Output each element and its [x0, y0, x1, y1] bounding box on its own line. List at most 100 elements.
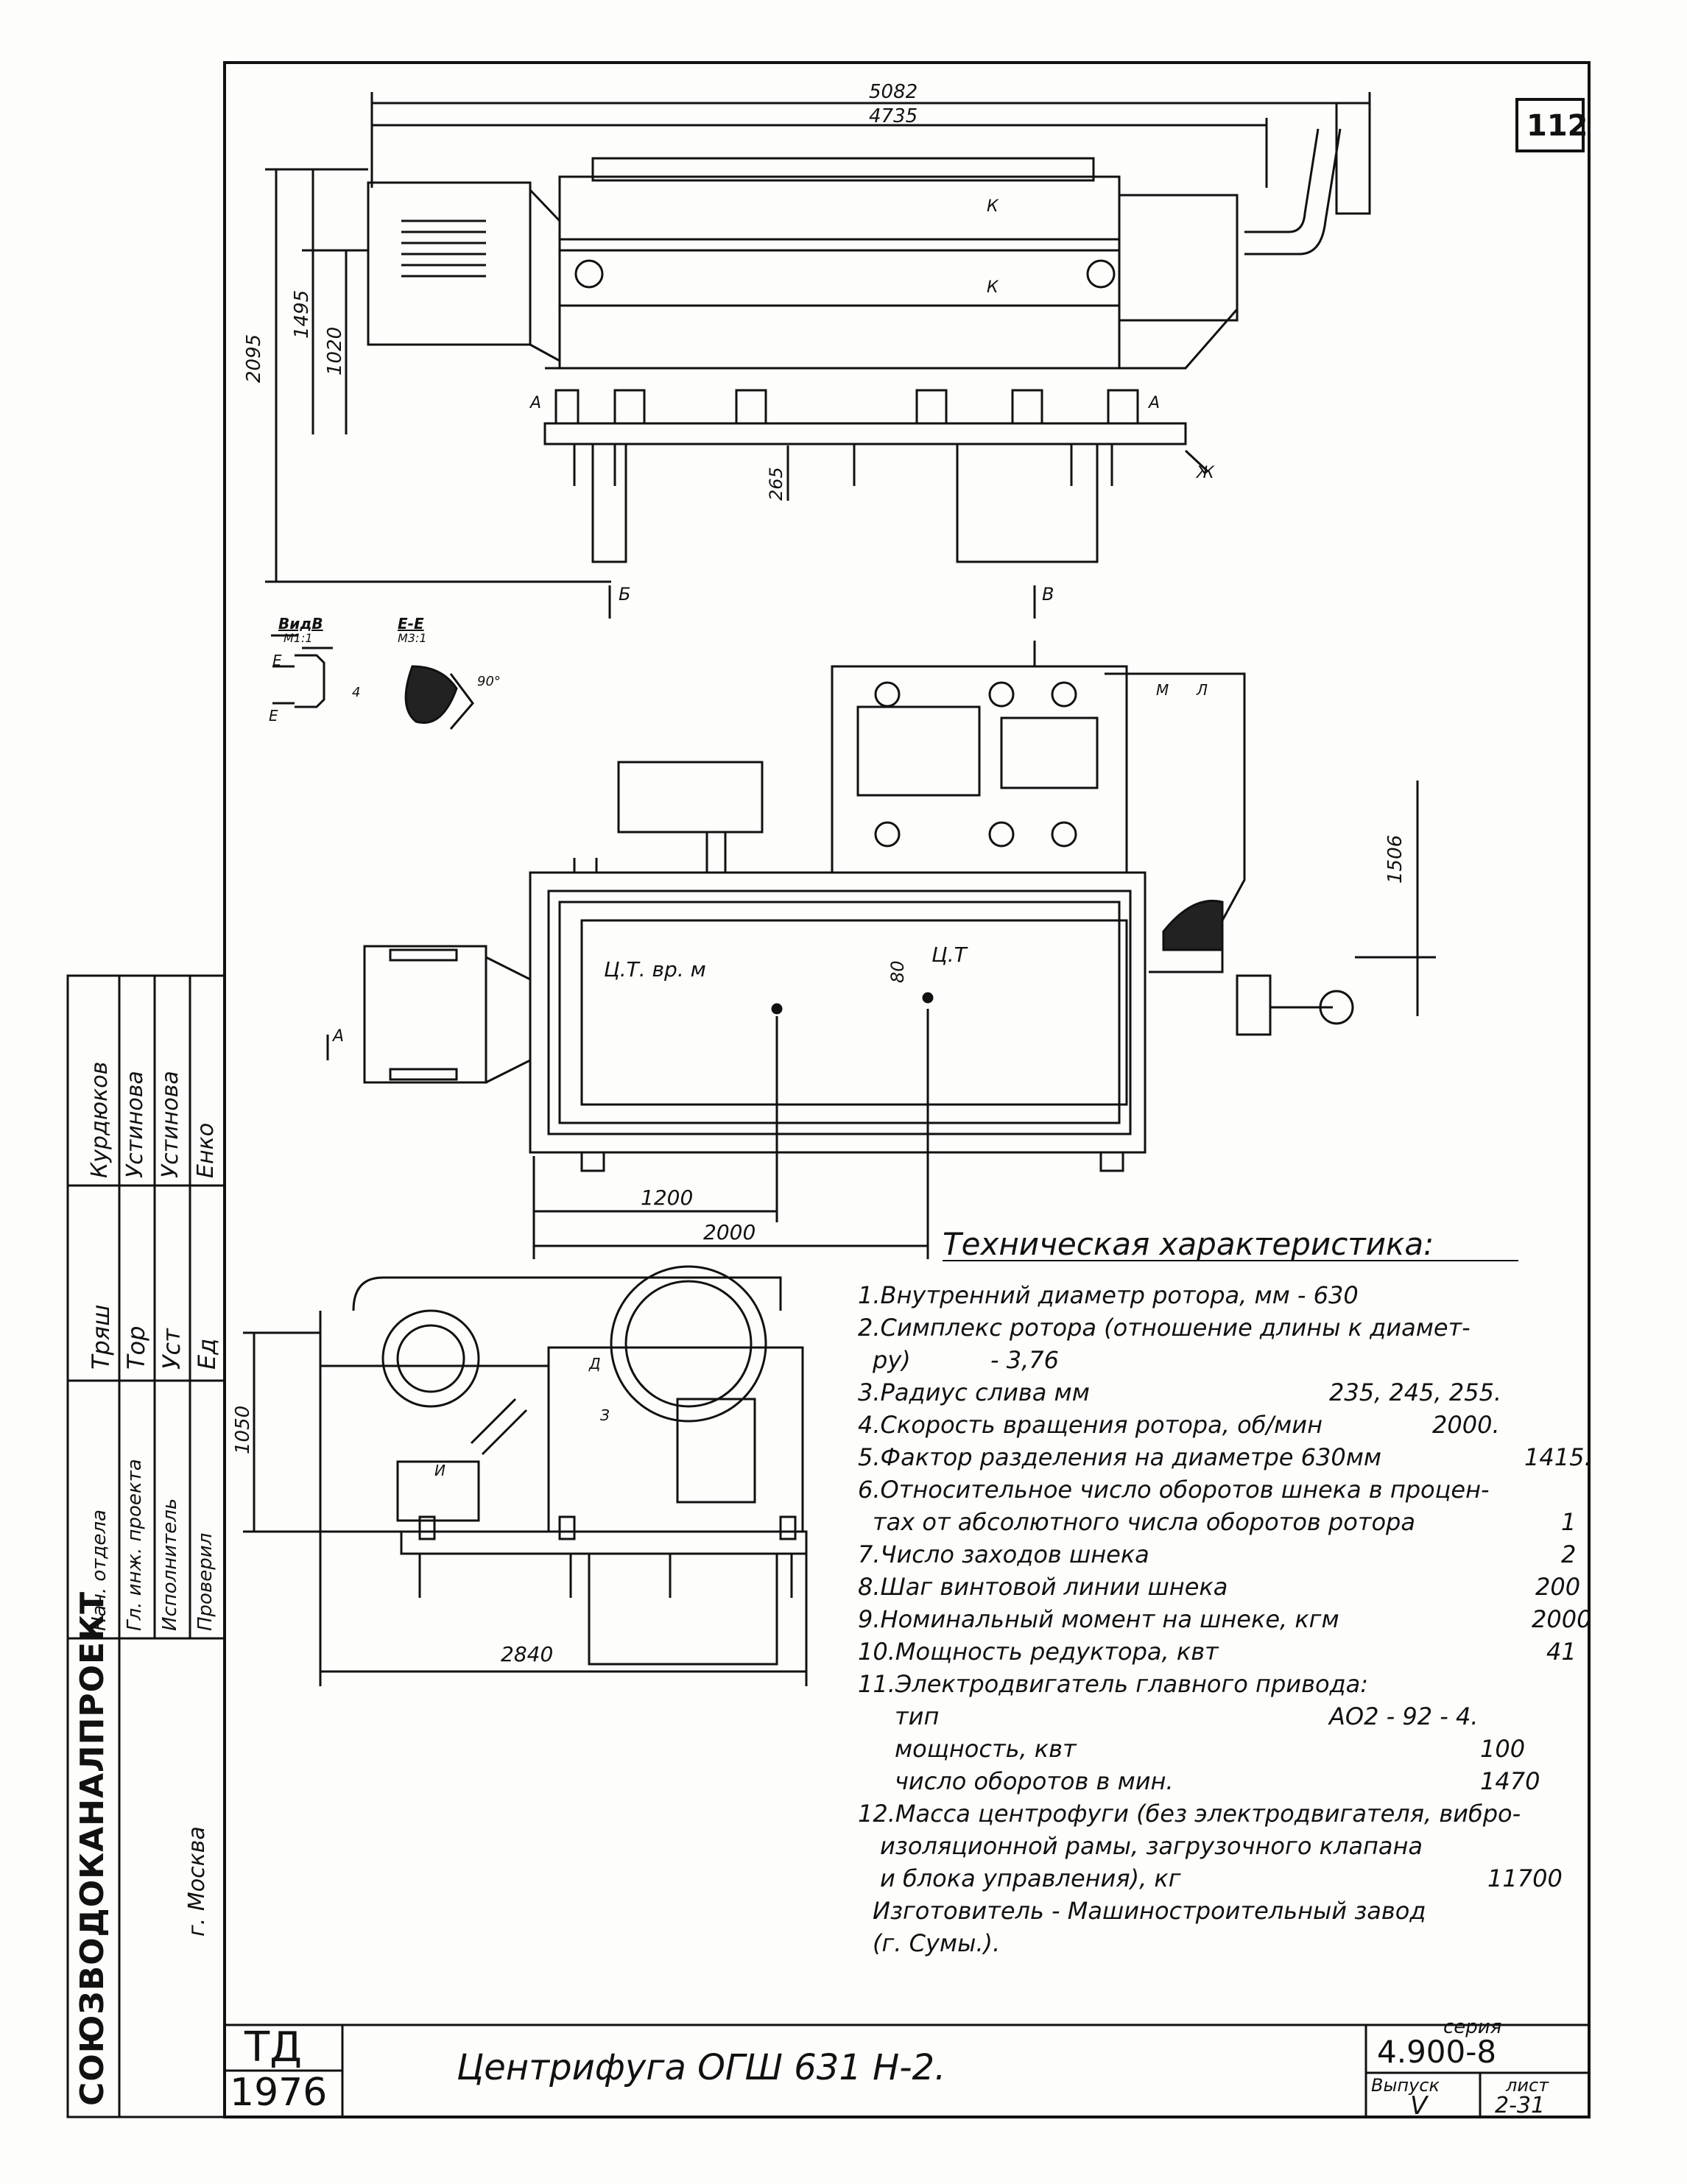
spec-text: Изготовитель - Машиностроительный завод	[873, 1897, 1426, 1925]
marker-d: Д	[589, 1355, 601, 1373]
signature-executor: Уст	[158, 1328, 186, 1370]
spec-text: ру)	[873, 1346, 911, 1374]
spec-text: 3.Радиус слива мм	[858, 1378, 1090, 1406]
spec-row: 7.Число заходов шнека 2	[858, 1540, 1602, 1570]
spec-text: 7.Число заходов шнека	[858, 1540, 1149, 1568]
spec-text: 2.Симплекс ротора (отношение длины к диа…	[858, 1314, 1471, 1342]
dimension-height-265: 265	[766, 467, 786, 501]
signature-chief: Тор	[122, 1325, 150, 1370]
marker-l: Л	[1197, 681, 1208, 699]
spec-value: 11700	[1487, 1864, 1563, 1892]
spec-value: 1470	[1480, 1767, 1540, 1795]
spec-row: и блока управления), кг 11700	[858, 1864, 1602, 1894]
signature-head: Тряш	[87, 1304, 115, 1370]
spec-row: 1.Внутренний диаметр ротора, мм - 630	[858, 1281, 1602, 1311]
dimension-1200: 1200	[641, 1186, 694, 1210]
spec-value: 1	[1561, 1508, 1577, 1536]
dimension-1050: 1050	[232, 1405, 254, 1454]
dimension-2840: 2840	[501, 1642, 554, 1666]
series-label: серия	[1443, 2016, 1502, 2038]
section-mark-a-left: А	[530, 394, 542, 412]
issue-label: Выпуск	[1371, 2075, 1440, 2096]
spec-text: 6.Относительное число оборотов шнека в п…	[858, 1476, 1490, 1504]
section-mark-k-bottom: К	[987, 278, 999, 297]
spec-row: 4.Скорость вращения ротора, об/мин 2000.	[858, 1411, 1602, 1440]
spec-text: и блока управления), кг	[880, 1864, 1181, 1892]
spec-value: 2	[1561, 1540, 1577, 1568]
spec-list: 1.Внутренний диаметр ротора, мм - 630 2.…	[858, 1281, 1602, 2010]
city-label: г. Москва	[184, 1826, 210, 1937]
left-title-strip	[66, 974, 226, 2118]
role-executor: Исполнитель	[159, 1498, 181, 1631]
detail-views	[271, 634, 474, 730]
detail-dim-4: 4	[352, 685, 361, 700]
section-ee-title: Е-Е	[398, 615, 424, 633]
spec-row: 2.Симплекс ротора (отношение длины к диа…	[858, 1314, 1602, 1343]
section-mark-a-right: А	[1149, 394, 1161, 412]
year-label: 1976	[230, 2071, 328, 2115]
marker-zh: Ж	[1197, 464, 1214, 482]
spec-text: тип	[895, 1702, 940, 1730]
spec-text: 11.Электродвигатель главного привода:	[858, 1670, 1369, 1698]
spec-value: 41	[1546, 1638, 1577, 1666]
sheet-number-box	[1515, 98, 1585, 152]
signature-checker: Ед	[193, 1338, 221, 1370]
view-arrow-v: В	[1042, 584, 1054, 605]
cg-rotating-parts-label: Ц.Т. вр. м	[604, 957, 706, 982]
spec-text: 5.Фактор разделения на диаметре 630мм	[858, 1443, 1381, 1471]
name-executor: Устинова	[158, 1071, 183, 1178]
dimension-80: 80	[887, 960, 908, 983]
spec-text: 8.Шаг винтовой линии шнека	[858, 1573, 1228, 1601]
spec-row: тах от абсолютного числа оборотов ротора…	[858, 1508, 1602, 1537]
spec-text: 4.Скорость вращения ротора, об/мин	[858, 1411, 1323, 1439]
sheet-number: 112	[1526, 109, 1588, 143]
dimension-inner-length: 4735	[869, 105, 918, 127]
dimension-overall-length: 5082	[869, 81, 918, 103]
spec-title: Техническая характеристика:	[943, 1226, 1434, 1262]
bottom-title-block	[225, 2023, 1589, 2117]
spec-row: число оборотов в мин. 1470	[858, 1767, 1602, 1797]
plan-arrow-a: А	[333, 1027, 345, 1046]
spec-text: 1.Внутренний диаметр ротора, мм - 630	[858, 1281, 1359, 1309]
td-label: ТД	[244, 2023, 302, 2071]
angle-90-label: 90°	[477, 674, 501, 689]
spec-text: 9.Номинальный момент на шнеке, кгм	[858, 1605, 1339, 1633]
spec-row: 6.Относительное число оборотов шнека в п…	[858, 1476, 1602, 1505]
spec-value: АО2 - 92 - 4.	[1329, 1702, 1479, 1730]
drawing-title: Центрифуга ОГШ 631 Н-2.	[457, 2047, 946, 2088]
section-mark-k-top: К	[987, 197, 999, 216]
spec-value: 1415.	[1524, 1443, 1592, 1471]
spec-row: 11.Электродвигатель главного привода:	[858, 1670, 1602, 1699]
series-number: 4.900-8	[1377, 2034, 1497, 2070]
dimension-2000: 2000	[703, 1220, 756, 1244]
spec-text: изоляционной рамы, загрузочного клапана	[880, 1832, 1423, 1860]
spec-row: изоляционной рамы, загрузочного клапана	[858, 1832, 1602, 1861]
spec-row: тип АО2 - 92 - 4.	[858, 1702, 1602, 1732]
marker-z: З	[600, 1406, 610, 1424]
spec-text: число оборотов в мин.	[895, 1767, 1174, 1795]
marker-m: М	[1156, 681, 1169, 699]
spec-value: - 3,76	[990, 1346, 1059, 1374]
spec-text: (г. Сумы.).	[873, 1929, 1001, 1957]
spec-row: 5.Фактор разделения на диаметре 630мм 141…	[858, 1443, 1602, 1473]
view-b-title: ВидВ	[278, 615, 323, 633]
spec-row: ру) - 3,76	[858, 1346, 1602, 1375]
name-head: Курдюков	[87, 1061, 113, 1178]
view-arrow-b: Б	[619, 584, 631, 605]
spec-value: 200	[1535, 1573, 1581, 1601]
spec-text: 12.Масса центрофуги (без электродвигател…	[858, 1800, 1521, 1828]
spec-row: 12.Масса центрофуги (без электродвигател…	[858, 1800, 1602, 1829]
front-elevation-view	[265, 92, 1371, 619]
name-checker: Енко	[193, 1122, 219, 1178]
dimension-total-height: 2095	[243, 334, 265, 383]
spec-value: 2000.	[1432, 1411, 1500, 1439]
spec-row: 8.Шаг винтовой линии шнека 200	[858, 1573, 1602, 1602]
organization-name: СОЮЗВОДОКАНАЛПРОЕКТ	[74, 1591, 111, 2106]
spec-text: мощность, квт	[895, 1735, 1077, 1763]
sheet-code: 2-31	[1495, 2093, 1546, 2118]
